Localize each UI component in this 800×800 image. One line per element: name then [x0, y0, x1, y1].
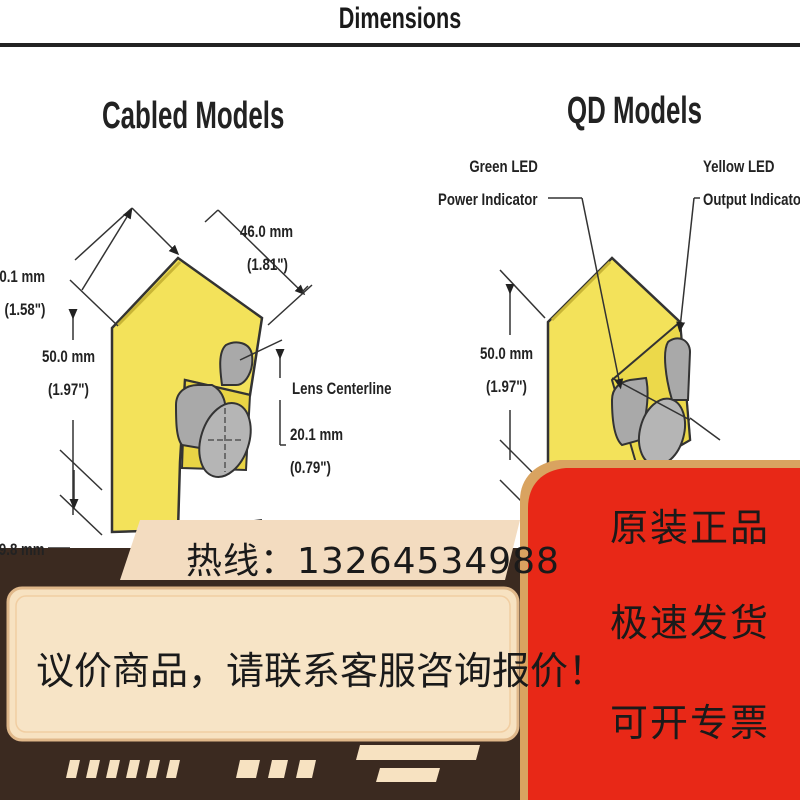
cabled-models-title: Cabled Models — [102, 95, 285, 137]
header: Dimensions — [0, 0, 800, 48]
cabled-bottom-mm: 9.8 mm — [0, 540, 45, 559]
ad-overlay — [0, 460, 800, 800]
ad-badge-genuine: 原装正品 — [610, 506, 771, 550]
cabled-height-in: (1.97") — [48, 380, 89, 399]
cabled-dimension-lines — [48, 207, 313, 549]
ad-hotline: 热线：13264534988 — [186, 541, 560, 582]
green-led-label-1: Green LED — [469, 157, 538, 176]
ad-badge-fast-shipping: 极速发货 — [610, 601, 771, 645]
yellow-led-label-1: Yellow LED — [703, 157, 775, 176]
ad-badge-invoice: 可开专票 — [610, 701, 771, 745]
cabled-width-in: (1.81") — [247, 255, 288, 274]
qd-models-title: QD Models — [567, 90, 702, 132]
green-led-label-2: Power Indicator — [438, 190, 538, 209]
page-title: Dimensions — [338, 2, 462, 35]
lens-mm: 20.1 mm — [290, 425, 344, 444]
lens-centerline-label: Lens Centerline — [292, 379, 392, 398]
lens-in: (0.79") — [290, 458, 331, 477]
cabled-top-in: (1.58") — [4, 300, 45, 319]
cabled-width-mm: 46.0 mm — [240, 222, 294, 241]
ad-message: 议价商品，请联系客服咨询报价！ — [36, 649, 607, 693]
qd-height-mm: 50.0 mm — [480, 344, 534, 363]
yellow-led-label-2: Output Indicator — [703, 190, 800, 209]
cabled-top-mm: 40.1 mm — [0, 267, 45, 286]
qd-height-in: (1.97") — [486, 377, 527, 396]
header-rule — [0, 43, 800, 47]
cabled-housing — [110, 256, 264, 534]
cabled-height-mm: 50.0 mm — [42, 347, 96, 366]
ad-stripes — [66, 745, 480, 782]
